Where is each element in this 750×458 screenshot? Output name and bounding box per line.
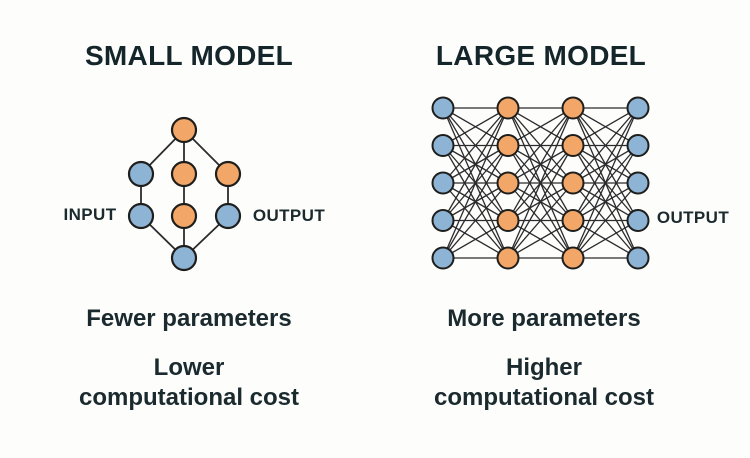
io-node <box>214 202 242 230</box>
large-model-caption-cost-line1: Higher <box>505 354 582 381</box>
hidden-node <box>214 160 242 188</box>
io-node <box>127 160 155 188</box>
network-edge <box>572 145 639 259</box>
hidden-node <box>561 171 585 195</box>
network-edge <box>572 219 639 259</box>
network-edge <box>572 107 639 221</box>
hidden-node <box>170 160 198 188</box>
hidden-node <box>496 171 520 195</box>
hidden-node <box>496 134 520 157</box>
large-model-caption-parameters: More parameters <box>447 305 641 332</box>
io-node <box>626 171 650 195</box>
network-edge <box>442 107 509 184</box>
small-model-output-label: OUTPUT <box>252 206 326 225</box>
network-edge <box>442 182 509 259</box>
hidden-node <box>561 134 585 157</box>
io-node <box>127 202 155 230</box>
io-node <box>431 171 455 195</box>
small-model-caption-cost: Lower computational cost <box>79 353 299 413</box>
large-model-caption-cost-line2: computational cost <box>433 384 655 411</box>
network-edge <box>572 107 639 147</box>
network-edge <box>507 107 574 147</box>
small-model-caption-cost-line1: Lower <box>153 354 225 381</box>
hidden-node <box>561 246 585 270</box>
hidden-node <box>496 209 520 232</box>
large-model-title: LARGE MODEL <box>435 40 647 71</box>
hidden-node <box>561 209 585 232</box>
network-edge <box>442 107 509 259</box>
io-node <box>170 244 198 272</box>
network-edge <box>442 219 509 259</box>
network-edge <box>507 107 574 184</box>
large-model-output-label: OUTPUT <box>656 208 730 227</box>
network-edge <box>442 107 509 221</box>
network-edge <box>507 145 574 259</box>
io-node <box>626 246 650 270</box>
io-node <box>431 96 455 120</box>
hidden-node <box>496 96 520 120</box>
io-node <box>431 246 455 270</box>
hidden-node <box>496 246 520 270</box>
network-edge <box>572 107 639 259</box>
network-edge <box>507 182 574 259</box>
io-node <box>626 134 650 157</box>
network-edge <box>507 107 574 221</box>
io-node <box>431 209 455 232</box>
network-edge <box>572 107 639 184</box>
small-model-network <box>127 116 242 272</box>
network-edge <box>507 107 574 259</box>
hidden-node <box>170 202 198 230</box>
hidden-node <box>561 96 585 120</box>
io-node <box>431 134 455 157</box>
small-model-caption-cost-line2: computational cost <box>78 384 300 411</box>
hidden-node <box>170 116 198 144</box>
large-model-caption-cost: Higher computational cost <box>434 353 654 413</box>
network-edge <box>442 145 509 259</box>
io-node <box>626 209 650 232</box>
network-edge <box>507 219 574 259</box>
small-model-caption-parameters: Fewer parameters <box>86 305 292 332</box>
small-model-input-label: INPUT <box>63 205 117 224</box>
network-edge <box>442 107 509 147</box>
small-model-title: SMALL MODEL <box>84 40 294 71</box>
io-node <box>626 96 650 120</box>
large-model-network <box>431 96 650 270</box>
network-edge <box>572 182 639 259</box>
